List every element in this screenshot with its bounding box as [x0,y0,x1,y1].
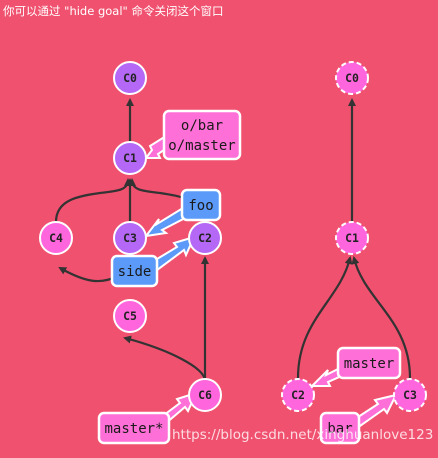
branch-label-side[interactable]: side [110,254,159,288]
goal-commit-c1: C1 [335,221,369,255]
svg-text:C0: C0 [345,71,359,85]
goal-branch-label-bar: bar [319,411,361,445]
goal-branch-arrow-bar [353,393,398,428]
goal-edge-c3-c1 [351,256,412,379]
branch-label-foo[interactable]: foo [180,188,222,222]
svg-text:C5: C5 [123,309,137,323]
svg-text:master: master [344,356,395,372]
svg-text:C3: C3 [403,388,417,402]
svg-text:C0: C0 [123,71,137,85]
watermark: https://blog.csdn.net/xinghuanlove123 [172,427,434,443]
goal-commits: C0 C1 C2 C3 [281,61,427,412]
svg-text:side: side [118,264,152,280]
hide-goal-hint[interactable]: 你可以通过 "hide goal" 命令关闭这个窗口 [3,4,224,18]
goal-branch-label-master: master [336,346,402,380]
branch-label-o-bar-o-master[interactable]: o/bar o/master [162,109,242,161]
svg-text:C6: C6 [198,388,212,402]
svg-text:C2: C2 [198,231,212,245]
goal-edges [296,98,412,379]
edge-c6-c5 [123,335,207,382]
svg-text:foo: foo [188,198,213,214]
commit-c4[interactable]: C4 [39,221,73,255]
commit-c0[interactable]: C0 [113,61,147,95]
goal-commit-c2: C2 [281,378,315,412]
svg-text:C4: C4 [49,231,63,245]
goal-branches: master bar [319,346,402,445]
svg-text:C3: C3 [123,231,137,245]
commit-c6[interactable]: C6 [188,378,222,412]
current-commits: C0 C1 C4 C3 C2 C5 C6 [39,61,222,412]
commit-c1[interactable]: C1 [113,141,147,175]
commit-c3[interactable]: C3 [113,221,147,255]
commit-c5[interactable]: C5 [113,299,147,333]
current-branches: o/bar o/master foo side master* [97,109,242,445]
edge-c5-c4 [58,267,119,283]
branch-label-master-current[interactable]: master* [97,411,171,445]
svg-text:C1: C1 [123,151,137,165]
branch-label-o-bar-text: o/bar [181,118,223,134]
svg-text:master*: master* [104,421,163,437]
commit-c2[interactable]: C2 [188,221,222,255]
edge-c4-c1 [54,178,132,223]
branch-arrow-side [150,235,196,272]
svg-text:bar: bar [327,421,352,437]
svg-text:C2: C2 [291,388,305,402]
svg-text:C1: C1 [345,231,359,245]
goal-commit-c0: C0 [335,61,369,95]
goal-edge-c2-c1 [296,256,353,379]
goal-commit-c3: C3 [393,378,427,412]
current-edges [54,98,209,382]
branch-label-o-master-text: o/master [168,138,235,154]
